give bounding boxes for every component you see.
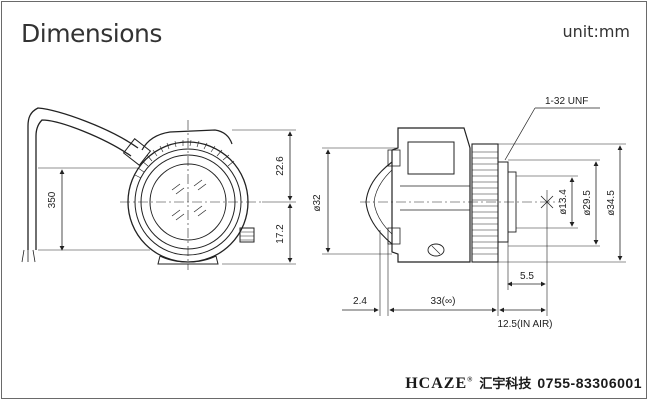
- diameter-34-5-label: ø34.5: [606, 190, 617, 216]
- dim-12-5-label: 12.5(IN AIR): [497, 319, 552, 330]
- diameter-29-5-label: ø29.5: [582, 190, 593, 216]
- dim-2-4-label: 2.4: [353, 296, 367, 307]
- front-view: 350: [21, 107, 296, 270]
- cable: [27, 107, 139, 250]
- page-title: Dimensions: [21, 19, 162, 48]
- dim-5-5-label: 5.5: [520, 271, 534, 282]
- upper-height-label: 22.6: [275, 156, 286, 176]
- side-view: 1-32 UNF ø32 ø13.4 ø29.5 ø34.5 5.5 2.4 3…: [312, 96, 626, 330]
- thread-spec-label: 1-32 UNF: [545, 96, 588, 107]
- footer: HCAZE® 汇宇科技 0755-83306001: [405, 373, 642, 393]
- lower-height-label: 17.2: [275, 224, 286, 244]
- adjustment-screw: [239, 227, 255, 243]
- diameter-13-4-label: ø13.4: [558, 189, 569, 215]
- outer-diameter-label: ø32: [312, 194, 323, 212]
- brand-logo: HCAZE®: [405, 375, 474, 392]
- dim-33-label: 33(∞): [431, 296, 456, 307]
- company-name: 汇宇科技: [479, 377, 532, 392]
- unit-label: unit:mm: [562, 22, 630, 41]
- cable-length-label: 350: [47, 191, 58, 208]
- phone-number: 0755-83306001: [537, 375, 642, 391]
